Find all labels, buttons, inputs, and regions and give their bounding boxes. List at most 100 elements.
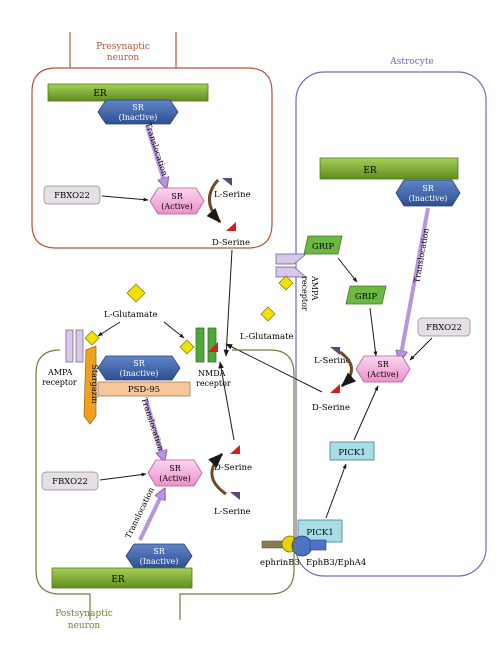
syn-glutamate-arrow-right xyxy=(163,321,185,339)
syn-ampa-label-2: receptor xyxy=(42,378,77,387)
syn-stargazin xyxy=(83,345,97,425)
astro-grip-1 xyxy=(303,235,343,255)
syn-sr-inactive-l1: SR xyxy=(133,359,145,368)
astro-pick1-2-label: PICK1 xyxy=(306,528,333,538)
syn-l-glutamate-label: L-Glutamate xyxy=(104,310,158,320)
astro-sr-active xyxy=(355,355,411,383)
post-conversion-arrow xyxy=(208,452,227,496)
astro-er xyxy=(319,157,459,180)
post-sr-inactive-l2: (Inactive) xyxy=(140,557,179,566)
astro-grip-arrow xyxy=(337,257,358,283)
ephb-receptor-tail xyxy=(309,539,327,551)
syn-glutamate-icon-top xyxy=(126,283,146,303)
astro-pick1-to-sr-arrow xyxy=(353,385,379,441)
pre-translocation-label: Translocation xyxy=(144,121,170,177)
astro-ampa-receptor-label-2: receptor xyxy=(300,276,309,311)
pre-sr-inactive-l1: SR xyxy=(132,103,144,112)
syn-nmda-glutamate-icon xyxy=(179,339,195,355)
pre-sr-active xyxy=(149,187,205,215)
astro-d-serine-icon xyxy=(330,384,340,393)
astro-sr-inactive xyxy=(395,179,461,207)
astro-sr-active-l1: SR xyxy=(377,360,389,369)
presynaptic-label-1: Presynaptic xyxy=(96,42,150,52)
syn-stargazin-label: Stargazin xyxy=(90,364,99,403)
pre-er-label: ER xyxy=(93,89,107,99)
astro-ampa-receptor-2 xyxy=(275,266,307,278)
ephb-receptor xyxy=(291,535,313,557)
syn-psd95-label: PSD-95 xyxy=(128,385,160,395)
pre-translocation-arrow xyxy=(145,125,166,187)
post-sr-active xyxy=(147,459,203,487)
syn-ampa-receptor-1 xyxy=(65,329,74,363)
pre-d-serine-label: D-Serine xyxy=(212,238,250,248)
syn-nmda-label-1: NMDA xyxy=(198,369,226,378)
pre-sr-inactive-l2: (Inactive) xyxy=(119,113,158,122)
post-dserine-to-nmda-arrow xyxy=(218,361,235,441)
astro-l-serine-label: L-Serine xyxy=(314,356,351,366)
astro-grip-2 xyxy=(345,285,387,305)
postsynaptic-label-1: Postsynaptic xyxy=(55,609,113,619)
post-l-serine-label: L-Serine xyxy=(214,507,251,517)
astro-grip2-to-sr-arrow xyxy=(369,307,378,357)
syn-nmda-receptor-2 xyxy=(207,327,217,363)
astro-dserine-to-nmda-arrow xyxy=(225,343,323,393)
post-fbxo22-label: FBXO22 xyxy=(52,477,88,487)
astro-sr-inactive-l2: (Inactive) xyxy=(409,194,448,203)
post-sr-active-l2: (Active) xyxy=(159,474,191,483)
post-d-serine-label: D-Serine xyxy=(214,463,252,473)
astrocyte-membrane xyxy=(295,71,487,577)
postsynaptic-label-2: neuron xyxy=(68,621,101,631)
astro-fbxo22-arrow xyxy=(409,337,433,361)
post-fbxo22-arrow xyxy=(99,472,147,481)
post-translocation-arrow-1 xyxy=(144,399,164,460)
astro-fbxo22-label: FBXO22 xyxy=(426,323,462,333)
ephrinb3-label: ephrinB3 xyxy=(260,558,300,568)
astro-conversion-arrow xyxy=(339,350,357,388)
post-translocation-label-1: Translocation xyxy=(140,396,166,452)
pre-fbxo22-arrow xyxy=(101,195,149,202)
pre-fbxo22-label: FBXO22 xyxy=(54,191,90,201)
post-fbxo22 xyxy=(41,471,99,491)
astro-l-serine-icon xyxy=(330,347,340,355)
astro-ampa-receptor-label: AMPA xyxy=(310,275,319,301)
postsynaptic-membrane xyxy=(35,349,295,620)
post-l-serine-icon xyxy=(230,492,240,500)
astro-er-label: ER xyxy=(363,166,377,176)
astro-fbxo22 xyxy=(417,317,471,337)
presynaptic-membrane xyxy=(31,32,273,249)
syn-ampa-glutamate-icon xyxy=(84,330,100,346)
pre-sr-active-l1: SR xyxy=(171,192,183,201)
astro-translocation-arrow xyxy=(400,207,430,360)
post-d-serine-icon xyxy=(230,445,240,454)
pre-l-serine-icon xyxy=(222,178,232,186)
astro-ampa-receptor xyxy=(275,253,307,265)
pre-sr-active-l2: (Active) xyxy=(161,202,193,211)
syn-psd95 xyxy=(97,381,191,397)
post-sr-active-l1: SR xyxy=(169,464,181,473)
astrocyte-label: Astrocyte xyxy=(389,57,434,67)
ephb-label: EphB3/EphA4 xyxy=(306,558,366,568)
astro-glutamate-icon-2 xyxy=(260,306,276,322)
post-sr-inactive-l1: SR xyxy=(153,547,165,556)
astro-glutamate-icon-1 xyxy=(278,275,294,291)
astro-pick1-1-label: PICK1 xyxy=(338,448,365,458)
syn-ampa-label-1: AMPA xyxy=(47,368,73,377)
syn-nmda-receptor-1 xyxy=(195,327,205,363)
astro-l-glutamate-label: L-Glutamate xyxy=(240,332,294,342)
pre-sr-inactive xyxy=(97,99,179,125)
post-er-label: ER xyxy=(111,575,125,585)
presynaptic-label-2: neuron xyxy=(107,53,140,63)
syn-sr-inactive-l2: (Inactive) xyxy=(120,369,159,378)
astro-grip-1-label: GRIP xyxy=(312,242,335,252)
syn-ampa-receptor-2 xyxy=(75,329,84,363)
astro-grip-2-label: GRIP xyxy=(355,292,378,302)
astro-pick1-1 xyxy=(329,441,375,461)
syn-sr-inactive xyxy=(97,355,181,381)
pre-d-serine-icon xyxy=(226,222,236,231)
post-er xyxy=(51,567,193,589)
astro-pick1-2-arrow xyxy=(325,463,347,519)
pre-dserine-to-nmda-arrow xyxy=(223,249,233,357)
astro-sr-active-l2: (Active) xyxy=(367,370,399,379)
astro-translocation-label: Translocation xyxy=(412,227,431,283)
